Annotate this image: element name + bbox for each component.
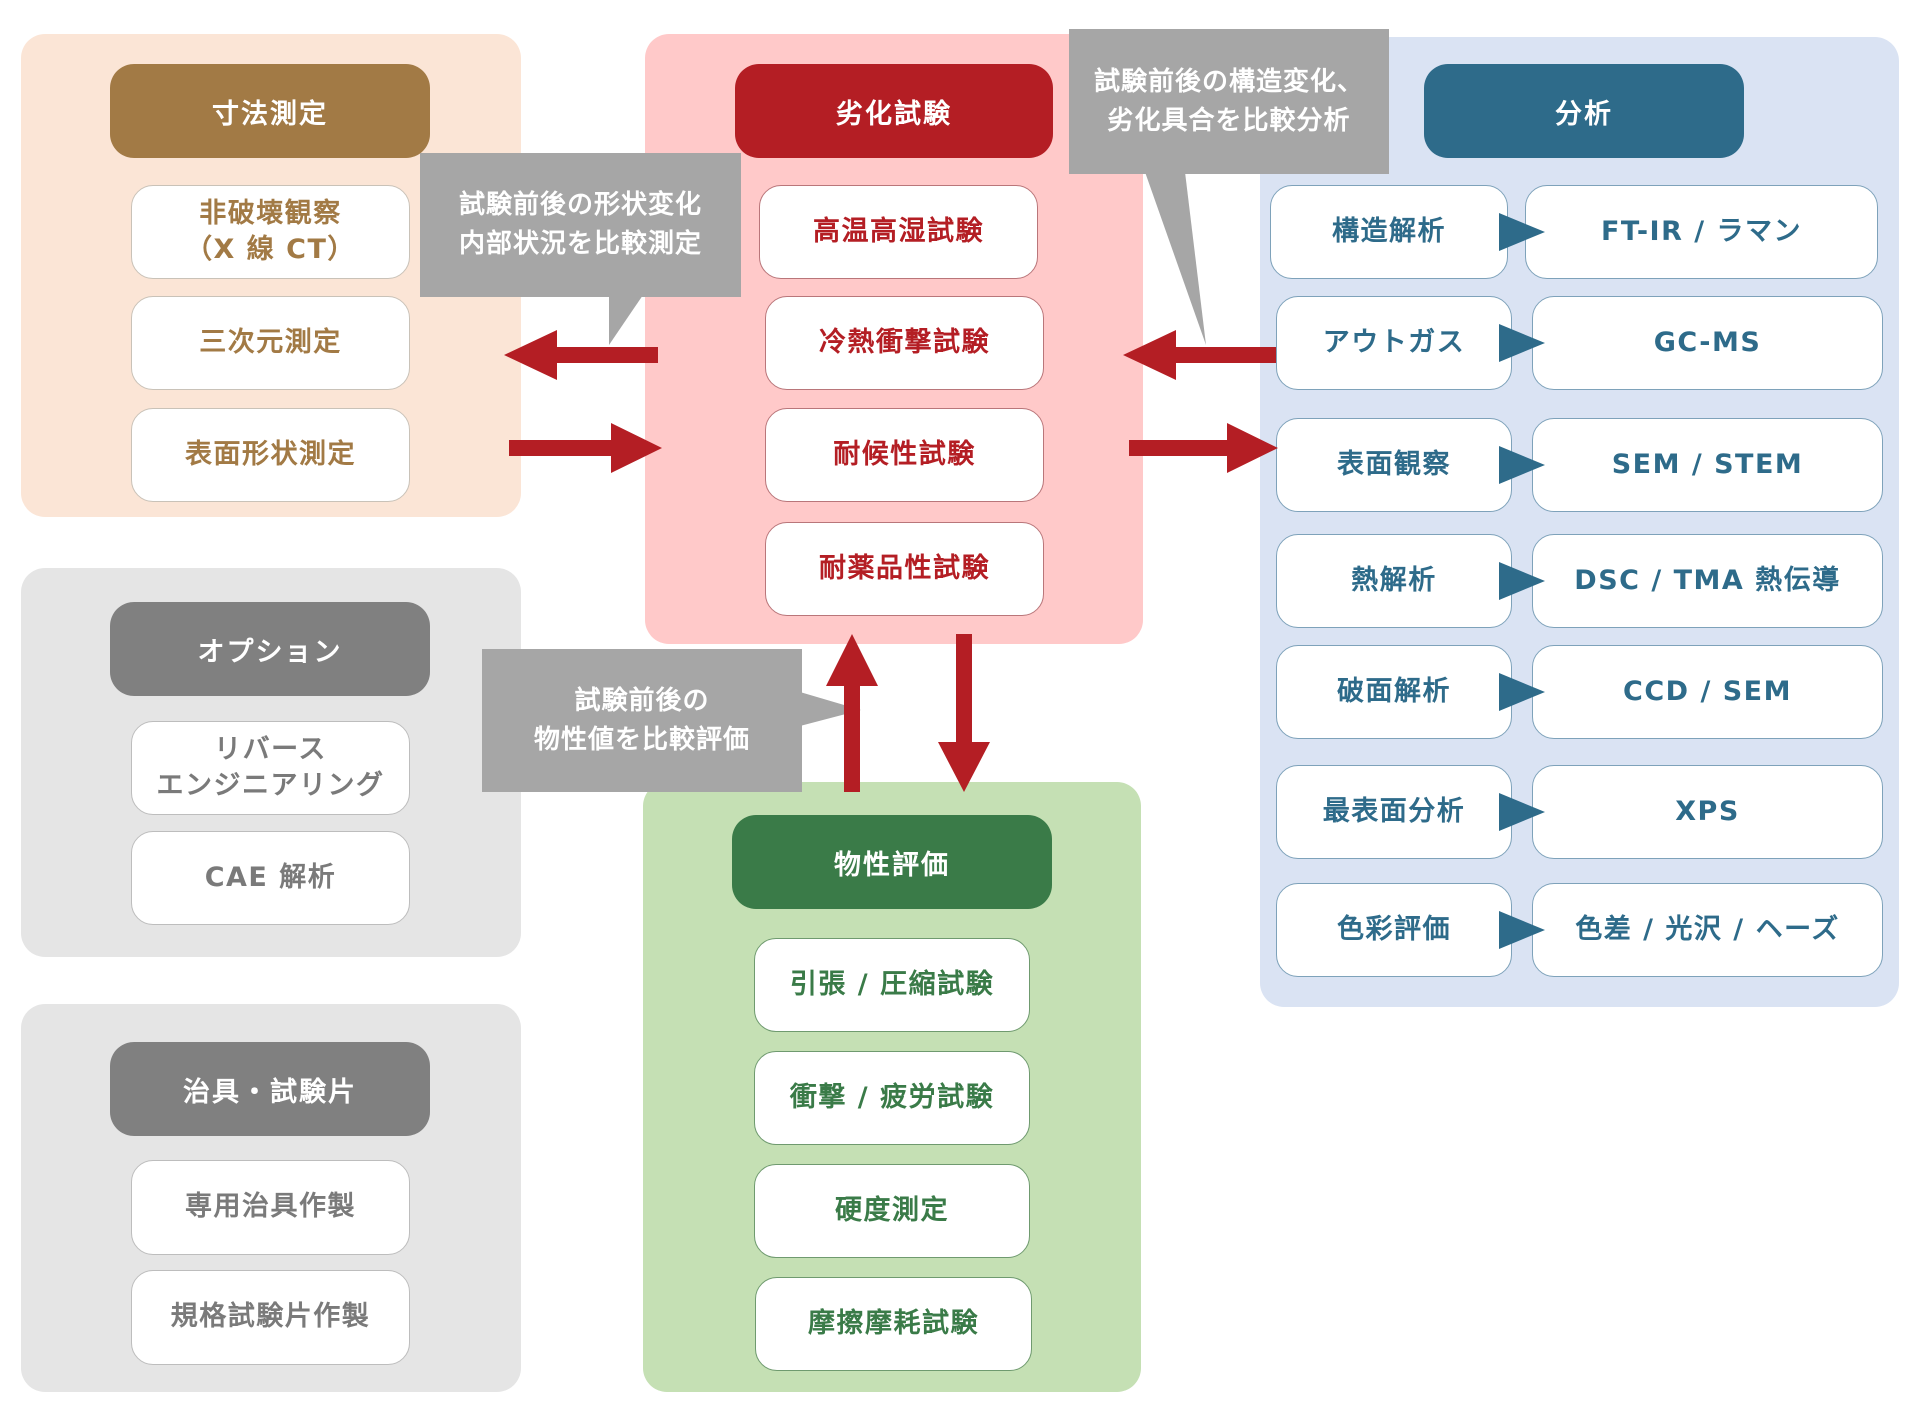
- analysis-method: 表面観察: [1276, 418, 1512, 512]
- analysis-instrument: XPS: [1532, 765, 1883, 859]
- analysis-instrument: 色差 / 光沢 / ヘーズ: [1532, 883, 1883, 977]
- callout-structure-comparison: 試験前後の構造変化、 劣化具合を比較分析: [1069, 29, 1389, 174]
- callout-property-tail: [800, 692, 861, 726]
- item-line: リバース: [214, 733, 327, 765]
- analysis-instrument: SEM / STEM: [1532, 418, 1883, 512]
- item-line: 衝撃 / 疲労試験: [789, 1081, 995, 1113]
- analysis-method: 熱解析: [1276, 534, 1512, 628]
- callout-structure-tail: [1145, 172, 1206, 345]
- analysis-instrument: DSC / TMA 熱伝導: [1532, 534, 1883, 628]
- arrow-property-to-degradation: [826, 634, 878, 792]
- callout-line: 試験前後の: [574, 685, 710, 716]
- analysis-method: 色彩評価: [1276, 883, 1512, 977]
- callout-shape-comparison: 試験前後の形状変化 内部状況を比較測定: [420, 153, 741, 297]
- analysis-header: 分析: [1424, 64, 1744, 158]
- degradation-header: 劣化試験: [735, 64, 1053, 158]
- item-line: CAE 解析: [204, 861, 337, 893]
- item-line: 規格試験片作製: [170, 1301, 371, 1333]
- option-item-reverse-engineering: リバース エンジニアリング: [131, 721, 410, 815]
- analysis-instrument: GC-MS: [1532, 296, 1883, 390]
- degradation-item-thermal-shock: 冷熱衝撃試験: [765, 296, 1044, 390]
- item-line: 摩擦摩耗試験: [808, 1307, 979, 1339]
- item-line: 硬度測定: [835, 1194, 949, 1226]
- jig-item-custom: 専用治具作製: [131, 1160, 410, 1255]
- item-line: 耐薬品性試験: [819, 552, 990, 584]
- degradation-item-weather: 耐候性試験: [765, 408, 1044, 502]
- item-line: （X 線 CT）: [185, 234, 356, 265]
- item-line: エンジニアリング: [156, 770, 385, 801]
- callout-property-comparison: 試験前後の 物性値を比較評価: [482, 649, 802, 792]
- jig-item-standard: 規格試験片作製: [131, 1270, 410, 1365]
- dimension-header: 寸法測定: [110, 64, 430, 158]
- arrow-degradation-to-property: [938, 634, 990, 792]
- callout-line: 劣化具合を比較分析: [1107, 105, 1351, 136]
- property-header: 物性評価: [732, 815, 1052, 909]
- analysis-instrument: CCD / SEM: [1532, 645, 1883, 739]
- jig-header: 治具・試験片: [110, 1042, 430, 1136]
- callout-line: 物性値を比較評価: [533, 724, 750, 755]
- callout-line: 試験前後の構造変化、: [1093, 66, 1364, 97]
- item-line: 表面形状測定: [185, 438, 356, 470]
- analysis-method: アウトガス: [1276, 296, 1512, 390]
- dimension-item-3d: 三次元測定: [131, 296, 410, 390]
- analysis-method: 破面解析: [1276, 645, 1512, 739]
- dimension-item-ct: 非破壊観察 （X 線 CT）: [131, 185, 410, 279]
- item-line: 冷熱衝撃試験: [819, 326, 990, 358]
- item-line: 非破壊観察: [199, 197, 342, 229]
- property-item-tensile: 引張 / 圧縮試験: [754, 938, 1030, 1032]
- analysis-method: 最表面分析: [1276, 765, 1512, 859]
- item-line: 専用治具作製: [185, 1191, 356, 1223]
- property-item-impact: 衝撃 / 疲労試験: [754, 1051, 1030, 1145]
- option-header: オプション: [110, 602, 430, 696]
- arrow-degradation-to-dimension: [504, 330, 658, 380]
- property-item-friction: 摩擦摩耗試験: [755, 1277, 1032, 1371]
- callout-shape-tail: [609, 295, 643, 345]
- arrow-degradation-to-analysis: [1129, 423, 1278, 473]
- item-line: 引張 / 圧縮試験: [789, 968, 995, 1000]
- degradation-item-chemical: 耐薬品性試験: [765, 522, 1044, 616]
- item-line: 三次元測定: [199, 326, 342, 358]
- arrow-dimension-to-degradation: [509, 423, 662, 473]
- callout-line: 内部状況を比較測定: [458, 229, 702, 259]
- dimension-item-surface: 表面形状測定: [131, 408, 410, 502]
- degradation-item-humidity: 高温高湿試験: [759, 185, 1038, 279]
- analysis-panel: [1260, 37, 1899, 1007]
- analysis-method: 構造解析: [1270, 185, 1508, 279]
- callout-line: 試験前後の形状変化: [458, 190, 702, 220]
- option-item-cae: CAE 解析: [131, 831, 410, 925]
- property-item-hardness: 硬度測定: [754, 1164, 1030, 1258]
- analysis-instrument: FT-IR / ラマン: [1525, 185, 1878, 279]
- item-line: 耐候性試験: [833, 438, 976, 470]
- arrow-analysis-to-degradation: [1123, 330, 1276, 380]
- item-line: 高温高湿試験: [813, 215, 984, 247]
